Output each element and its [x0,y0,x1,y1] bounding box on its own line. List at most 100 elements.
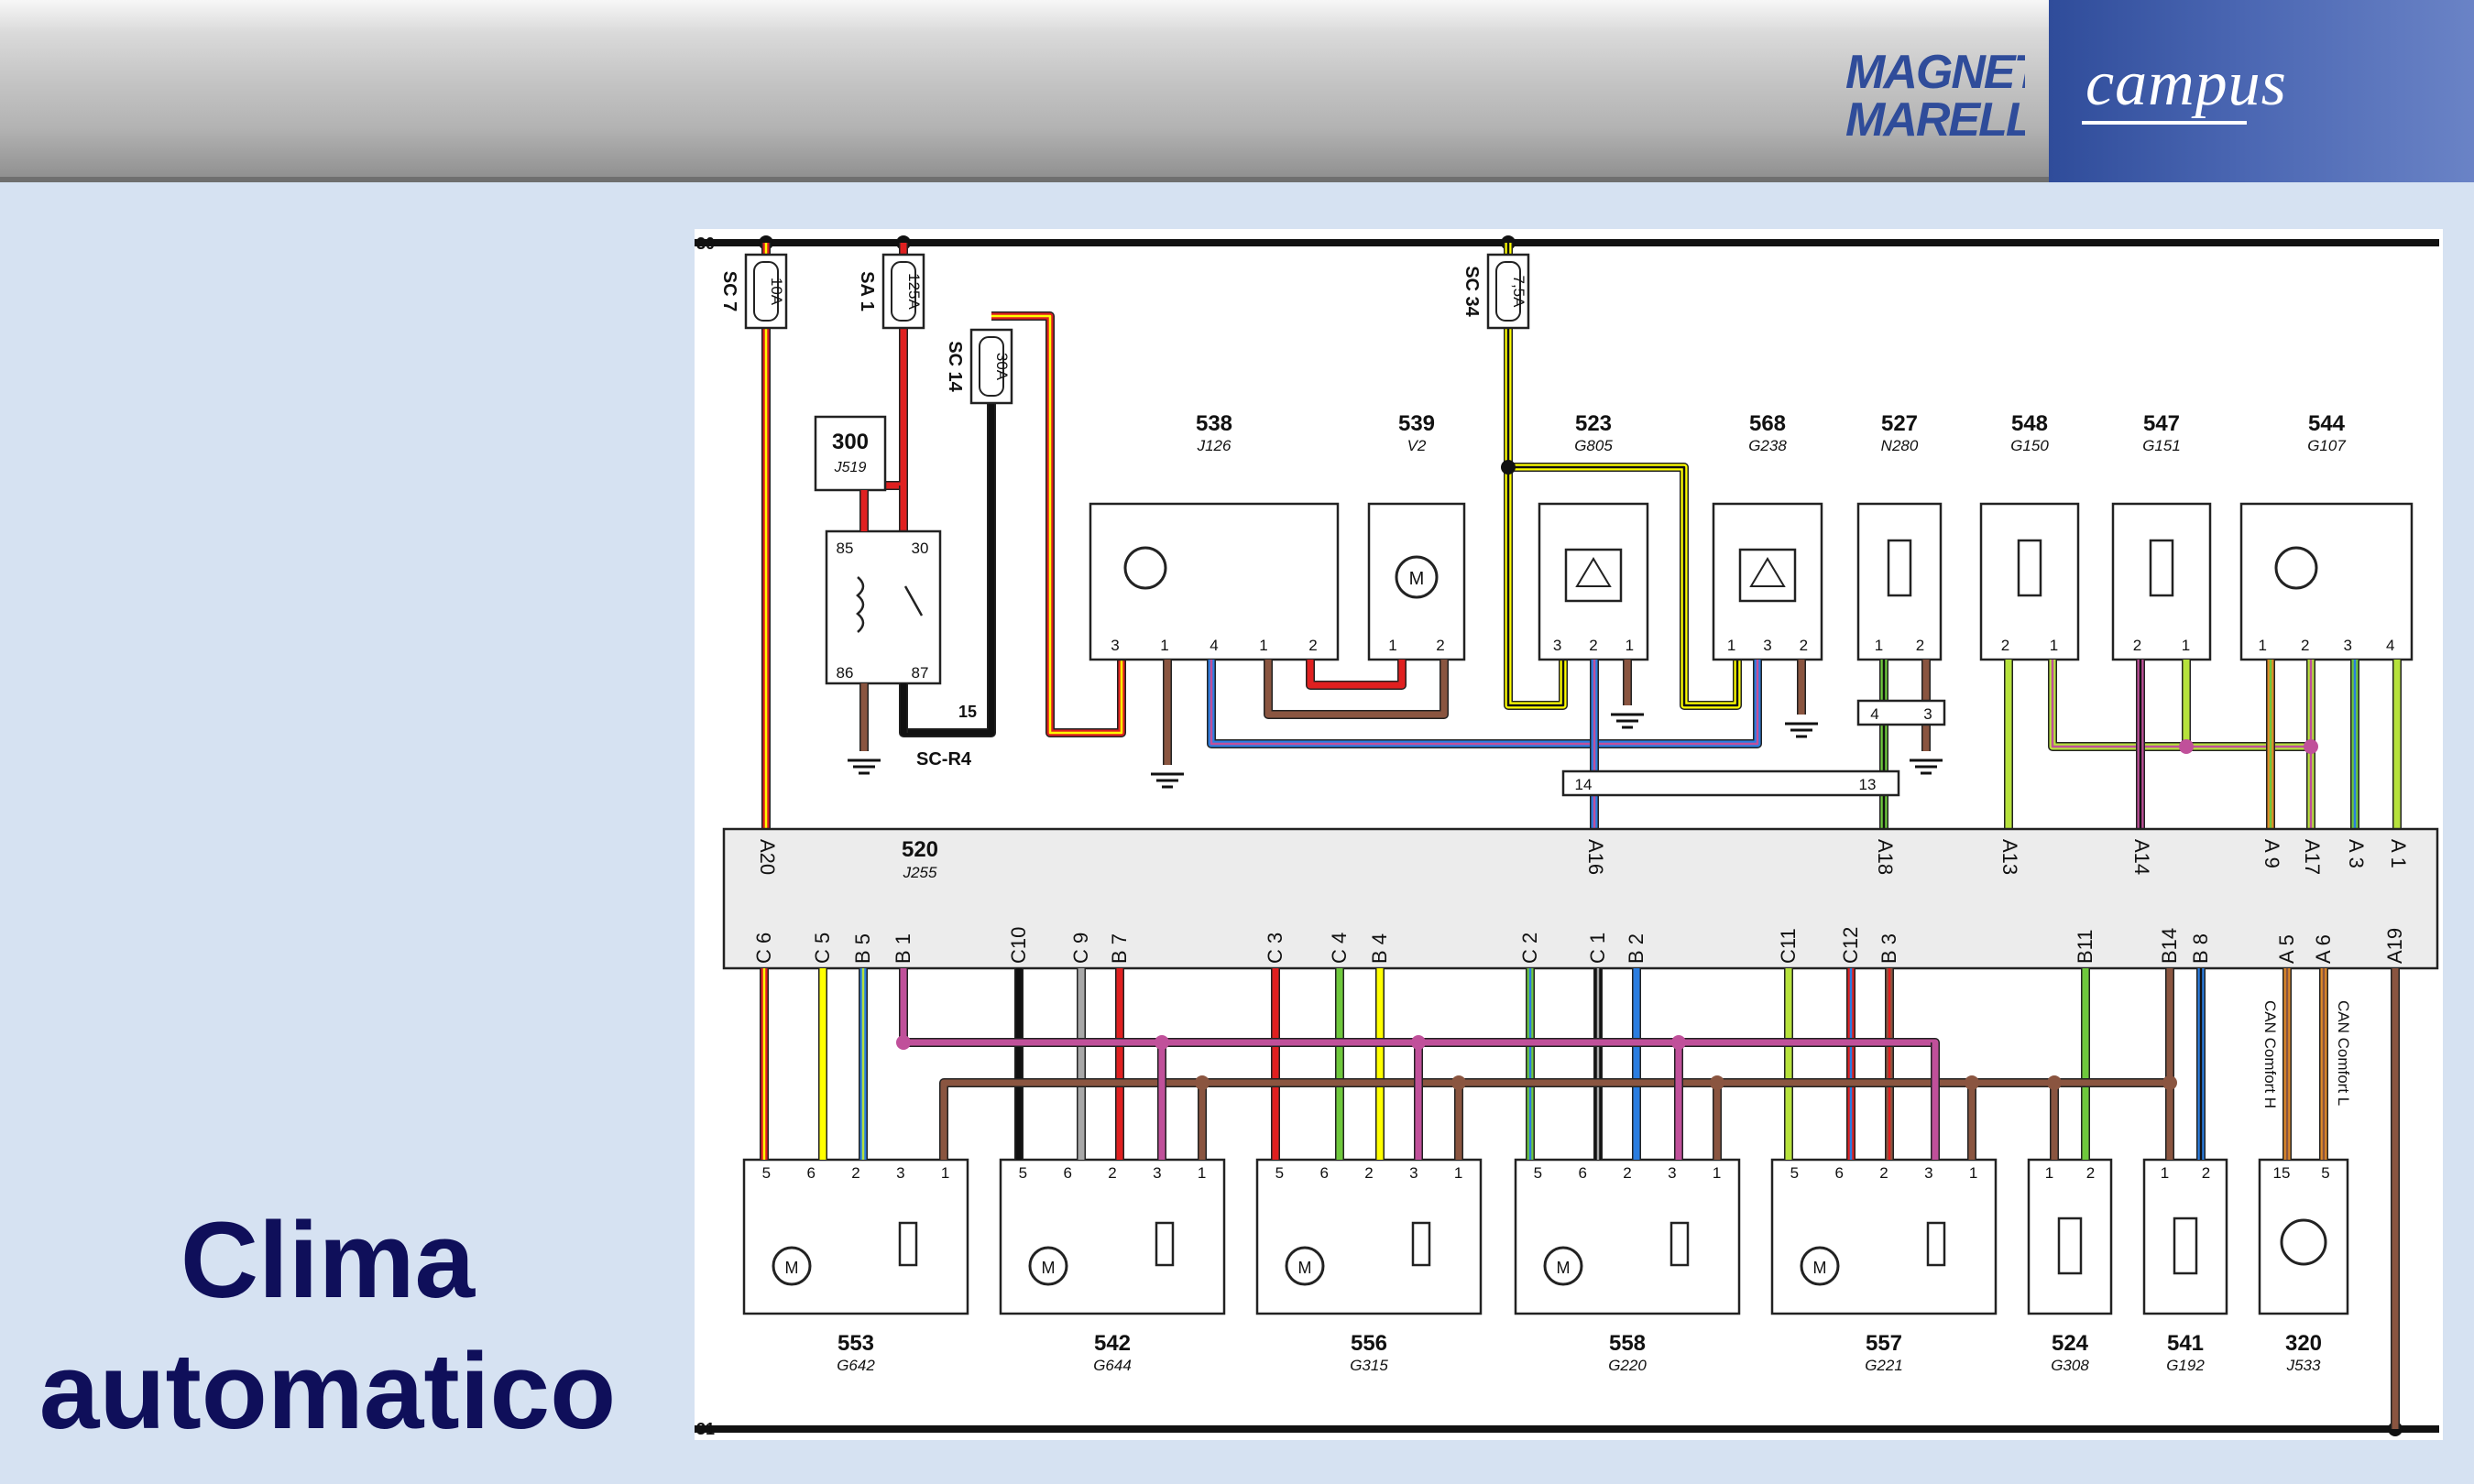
node-brown-1 [1451,1075,1466,1090]
fuse-3 [1486,253,1530,330]
rail-30-label: 30 [696,235,715,253]
component-557-pin-1: 6 [1834,1164,1843,1182]
component-548-pin-1: 1 [2050,637,2058,654]
triangle-icon-568 [1749,557,1786,587]
component-523-code: G805 [1574,437,1613,454]
component-538-pin-3: 1 [1259,637,1267,654]
component-320-code: J533 [2286,1357,2321,1374]
component-547-box [2111,502,2212,661]
component-524-box [2027,1158,2113,1315]
logo-word-1: MAGNETI [1845,46,2025,99]
transistor-icon-544 [2274,546,2318,590]
relay-300-box [814,415,887,492]
fuse-element-3 [1495,261,1521,322]
component-557-box [1770,1158,1998,1315]
rail-31-label: 31 [696,1420,715,1438]
splice-pin-13: 13 [1859,776,1877,793]
component-320-num: 320 [2285,1331,2322,1356]
component-523-pin-2: 1 [1626,637,1634,654]
component-547-pin-0: 2 [2133,637,2141,654]
can-label-l: CAN Comfort L [2335,1000,2352,1106]
header-bar: MAGNETI MARELLI campus [0,0,2474,182]
relay-300-code: J519 [834,460,867,475]
module-bottom-pin-3: B 1 [892,933,914,964]
component-548-num: 548 [2011,411,2048,436]
motor-icon-557 [1800,1246,1840,1286]
wire-sc34-523-stripe [1506,243,1565,707]
relay-coil-icon [856,576,865,633]
component-542-pin-0: 5 [1019,1164,1027,1182]
component-553-code: G642 [837,1357,875,1374]
wire-ground-bus-outline [939,1078,2170,1160]
splice-pin-4: 4 [1870,705,1878,723]
fuse-1 [881,253,925,330]
sensor-icon-541 [2173,1217,2198,1275]
component-547-pin-1: 1 [2182,637,2190,654]
component-558-code: G220 [1608,1357,1647,1374]
wire-538-539 [1307,660,1406,689]
component-556-pin-3: 3 [1409,1164,1418,1182]
component-538-num: 538 [1196,411,1232,436]
motor-symbol-542: M [1042,1259,1056,1277]
potentiometer-icon-553 [898,1221,918,1267]
component-547-num: 547 [2143,411,2180,436]
potentiometer-icon-556 [1411,1221,1431,1267]
component-553-box [742,1158,969,1315]
module-bottom-pin-15: B 3 [1877,933,1900,964]
module-top-pin-1: A16 [1584,839,1607,875]
relay-pin-30: 30 [912,540,929,557]
triangle-icon-523 [1575,557,1612,587]
component-541-pin-0: 1 [2161,1164,2169,1182]
component-558-pin-4: 1 [1713,1164,1721,1182]
component-553-pin-2: 2 [851,1164,859,1182]
relay-pin-85: 85 [837,540,854,557]
magneti-marelli-logo: MAGNETI MARELLI [1845,46,2025,147]
module-bottom-pin-20: A 6 [2312,934,2335,964]
ground-527 [1910,758,1943,775]
module-bottom-pin-1: C 5 [811,933,834,964]
module-bottom-pin-12: B 2 [1625,933,1648,964]
fuse-0 [744,253,788,330]
node-sc34 [1501,460,1516,475]
component-544-box [2239,502,2414,661]
wire-538-539-outline [1306,660,1407,690]
component-553-pin-0: 5 [762,1164,771,1182]
module-bottom-pin-0: C 6 [752,933,775,964]
component-542-pin-1: 6 [1063,1164,1071,1182]
module-bottom-pin-19: A 5 [2275,934,2298,964]
motor-symbol-553: M [785,1259,799,1277]
component-542-code: G644 [1093,1357,1132,1374]
logo-word-2: MARELLI [1845,93,2025,147]
fuse-element-0 [753,261,779,322]
component-568-pin-0: 1 [1727,637,1735,654]
node-sensor-2 [2304,739,2318,754]
component-544-num: 544 [2308,411,2346,436]
component-557-pin-0: 5 [1790,1164,1799,1182]
module-bottom-pin-14: C12 [1839,927,1862,964]
module-bottom-pin-4: C10 [1007,927,1030,964]
motor-symbol-556: M [1298,1259,1312,1277]
slide-title-line-1: Clima [180,1200,476,1321]
sensor-icon-568 [1738,548,1797,603]
module-520-box [722,827,2439,970]
component-524-code: G308 [2051,1357,2089,1374]
fuse-name-3: SC 34 [1461,266,1482,317]
module-bottom-pin-18: B 8 [2189,933,2212,964]
fuse-rating-3: 7,5A [1510,276,1527,309]
wire-538-539-b [1264,660,1448,718]
module-bottom-pin-10: C 2 [1518,933,1541,964]
component-538-code: J126 [1197,437,1232,454]
component-542-pin-3: 3 [1153,1164,1161,1182]
splice-14-13 [1561,769,1900,797]
fuse-rating-2: 30A [993,353,1011,381]
component-558-box [1514,1158,1741,1315]
component-539-pin-0: 1 [1388,637,1396,654]
component-558-pin-1: 6 [1578,1164,1586,1182]
node-brown-4 [2047,1075,2062,1090]
motor-icon-542 [1028,1246,1068,1286]
component-527-code: N280 [1881,437,1919,454]
component-523-box [1538,502,1649,661]
resistor-icon-547 [2149,539,2174,597]
component-527-pin-0: 1 [1875,637,1883,654]
